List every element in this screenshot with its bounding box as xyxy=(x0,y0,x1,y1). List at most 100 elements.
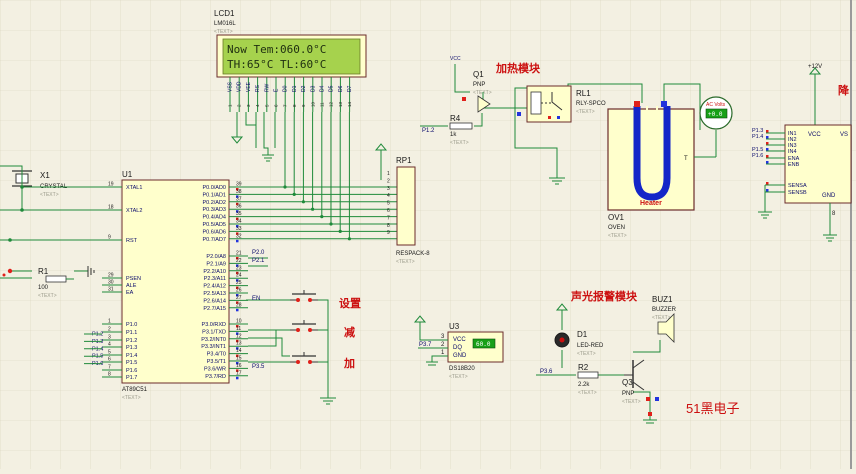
lcd-ref: LCD1 xyxy=(214,9,235,18)
mcu-pin-name: P2.0/A8 xyxy=(206,254,226,260)
pin-state-marker xyxy=(766,142,769,145)
heater-element xyxy=(633,106,671,201)
lcd-pin-number: 3 xyxy=(246,104,251,107)
mcu-pin-number: 19 xyxy=(108,182,114,188)
mcu-pin-number: 28 xyxy=(236,302,242,308)
mcu-pin-number: 4 xyxy=(108,342,111,348)
mcu-pin-number: 38 xyxy=(236,189,242,195)
keys-circuit[interactable]: 设置 减 加 EN P3.5 P2.0 P2.1 xyxy=(246,250,361,405)
sensor-pin-vcc: VCC xyxy=(453,337,466,343)
mcu-pin-number: 6 xyxy=(108,357,111,363)
pin-state-marker xyxy=(236,264,239,267)
mcu-pin-number: 11 xyxy=(236,326,241,332)
pin-state-marker xyxy=(236,325,239,328)
ac-voltmeter[interactable]: AC Volts +0.0 xyxy=(699,96,733,130)
lcd-line-2: TH:65°C TL:60°C xyxy=(227,58,326,71)
lcd-pin-number: 5 xyxy=(264,104,269,107)
lcd-control-wires xyxy=(236,112,276,155)
lcd-pin-name: D5 xyxy=(329,85,335,92)
lcd-pin-number: 8 xyxy=(292,104,297,107)
mcu-pin-name: P1.2 xyxy=(126,338,137,344)
mcu-pin-name: P3.0/RXD xyxy=(202,322,226,328)
lcd-pin-name: D6 xyxy=(338,85,344,92)
rpack-pin-number: 2 xyxy=(387,178,390,184)
key-label-minus: 减 xyxy=(344,325,355,339)
lcd-pin-name: D7 xyxy=(347,85,353,92)
mcu-body xyxy=(121,179,230,384)
driver-pin-vs: VS xyxy=(840,132,848,138)
mcu-pin-name: P0.2/AD2 xyxy=(202,200,226,206)
lcd-pin-number: 10 xyxy=(310,101,315,107)
bus-junction xyxy=(320,215,324,219)
pin-state-marker xyxy=(236,279,239,282)
mcu-pin-number: 37 xyxy=(236,196,242,202)
mcu-chip[interactable]: U1 AT89C51 <TEXT> 19XTAL118XTAL29RST29PS… xyxy=(102,170,248,401)
lcd-module[interactable]: LCD1 LM016L <TEXT> Now Tem:060.0°C TH:65… xyxy=(214,9,367,112)
switch-contact xyxy=(308,298,312,302)
lcd-pin-name: D0 xyxy=(283,85,289,92)
oven-body xyxy=(607,108,695,211)
mcu-pin-number: 32 xyxy=(236,233,242,239)
sensor-text-placeholder: <TEXT> xyxy=(449,374,468,380)
oven-heater-label: Heater xyxy=(640,200,662,207)
mcu-pin-name: EA xyxy=(126,290,134,296)
rpack-text-placeholder: <TEXT> xyxy=(396,259,415,265)
key-label-plus: 加 xyxy=(343,356,355,370)
rpack-pin-number: 3 xyxy=(387,186,390,192)
sensor-display xyxy=(472,338,496,349)
crystal-ref: X1 xyxy=(40,171,50,180)
alarm-circuit[interactable]: 声光报警模块 D1 LED-RED <TEXT> P3.6 R2 2.2k <T… xyxy=(536,289,677,424)
lcd-pin-name: D1 xyxy=(292,85,298,92)
lcd-line-1: Now Tem:060.0°C xyxy=(227,43,326,56)
mcu-pin-name: P0.5/AD5 xyxy=(202,222,226,228)
driver-body xyxy=(784,124,852,204)
net-label-p35-key: P3.5 xyxy=(252,364,265,370)
mcu-pin-number: 24 xyxy=(236,273,242,279)
driver-title-fragment: 降 xyxy=(838,83,850,97)
data-bus-wires xyxy=(248,112,397,241)
crystal-text-placeholder: <TEXT> xyxy=(40,192,59,198)
q1-ref: Q1 xyxy=(473,70,484,79)
pin-state-marker xyxy=(766,148,769,151)
pin-state-marker xyxy=(236,225,239,228)
driver-pin-gnd: GND xyxy=(822,193,836,199)
net-label-en: EN xyxy=(252,296,260,302)
oven[interactable]: Heater T OV1 OVEN <TEXT> xyxy=(607,101,717,239)
switch-contact xyxy=(296,360,300,364)
sensor-pin-1: 1 xyxy=(441,350,445,356)
driver-pin-name: IN1 xyxy=(788,131,797,137)
lcd-pin-name: D3 xyxy=(310,85,316,92)
mcu-text-placeholder: <TEXT> xyxy=(122,395,141,401)
lcd-pin-number: 9 xyxy=(301,104,306,107)
r1-symbol xyxy=(45,275,67,283)
net-label-p36: P3.6 xyxy=(540,369,553,375)
lcd-pins: VSS1VDD2VEE3RS4RW5E6D07D18D29D310D411D51… xyxy=(228,77,353,112)
driver-pin-name: IN3 xyxy=(788,143,797,149)
mcu-pin-number: 25 xyxy=(236,280,242,286)
driver-net-label: P1.6 xyxy=(752,153,763,159)
motor-driver-ic[interactable]: +12V 降 IN1IN2IN3IN4ENAENBSENSASENSBP1.3P… xyxy=(752,64,852,242)
lcd-pin-name: RS xyxy=(255,84,261,92)
bus-junction xyxy=(338,229,342,233)
r1-value: 100 xyxy=(38,285,49,291)
pin-state-marker xyxy=(766,189,769,192)
pin-state-marker xyxy=(236,369,239,372)
lcd-pin-number: 14 xyxy=(347,101,352,107)
bus-junction xyxy=(329,222,333,226)
q1-text-placeholder: <TEXT> xyxy=(473,90,492,96)
temperature-sensor[interactable]: U3 VCC DQ GND 3 2 1 60.0 DS18B20 <TEXT> … xyxy=(413,315,504,380)
mcu-pin-name: P1.5 xyxy=(126,360,137,366)
net-label-p21: P2.1 xyxy=(252,258,265,264)
driver-pin-name: ENA xyxy=(788,156,800,162)
mcu-pin-number: 9 xyxy=(108,235,111,241)
oven-terminal: T xyxy=(684,156,688,162)
mcu-pin-number: 27 xyxy=(236,295,242,301)
pin-state-marker xyxy=(236,232,239,235)
lcd-pin-name: VSS xyxy=(228,81,234,92)
crystal-circuit[interactable]: X1 CRYSTAL <TEXT> R1 100 <TEXT> xyxy=(0,165,102,299)
heater-driver[interactable]: 加热模块 VCC Q1 PNP <TEXT> R4 1k <TEXT> P1.2… xyxy=(420,56,701,185)
net-label-p12: P1.2 xyxy=(422,128,435,134)
